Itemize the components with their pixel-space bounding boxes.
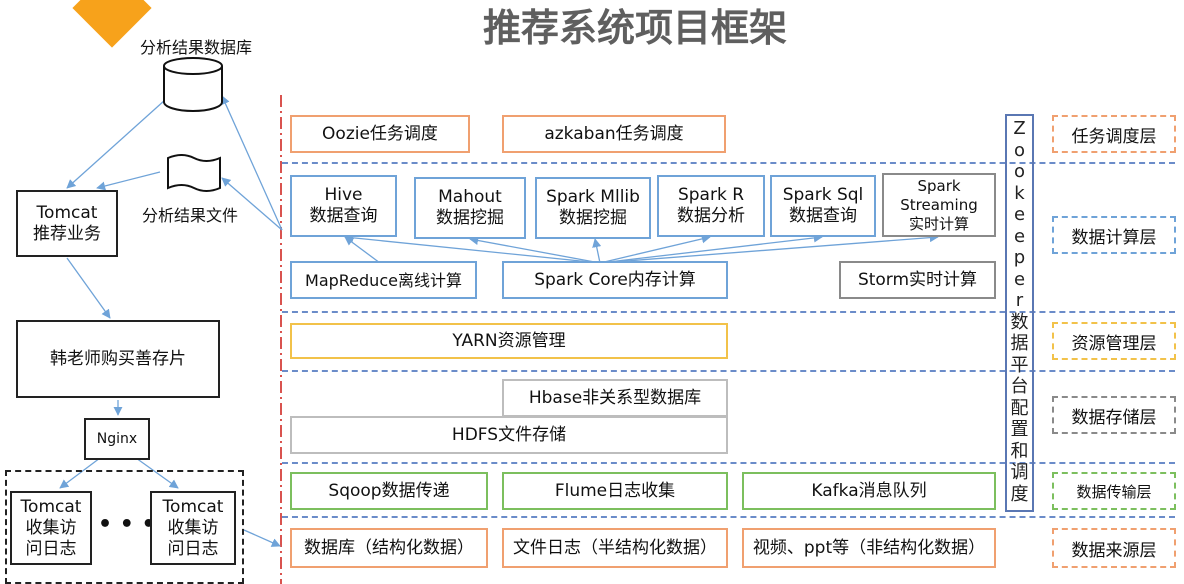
tomcat-log-1-line3: 问日志 xyxy=(25,538,77,559)
arrow-compute-to-file xyxy=(221,177,283,231)
arrow-sparkcore-to-sparkr xyxy=(599,234,711,264)
tomcat-recommend-line2: 推荐业务 xyxy=(33,223,101,244)
arrow-mapreduce-to-hive xyxy=(344,236,381,264)
database-source-box: 数据库（结构化数据） xyxy=(290,528,488,568)
sparksql-line2: 数据查询 xyxy=(788,206,857,226)
arrow-tomcat-to-shop xyxy=(66,257,111,319)
ellipsis-dots: • • • xyxy=(98,512,156,537)
sparksql-line1: Spark Sql xyxy=(782,185,864,205)
db-label: 分析结果数据库 xyxy=(140,38,253,57)
zookeeper-char: o xyxy=(1013,139,1025,161)
arrow-sparkcore-to-hive xyxy=(344,233,601,264)
zookeeper-char: 台 xyxy=(1010,376,1029,397)
layer-resource: 资源管理层 xyxy=(1052,322,1176,360)
tomcat-log-box-2: Tomcat 收集访 问日志 xyxy=(150,491,236,565)
arrow-compute-to-db xyxy=(221,95,283,231)
zookeeper-char: 数 xyxy=(1010,311,1029,333)
layer-source: 数据来源层 xyxy=(1052,528,1176,568)
zookeeper-char: 和 xyxy=(1010,440,1029,462)
arrow-sparkcore-to-streaming xyxy=(599,233,939,264)
sparkr-line2: 数据分析 xyxy=(677,206,745,226)
zookeeper-char: e xyxy=(1013,204,1026,225)
layer-transfer: 数据传输层 xyxy=(1052,472,1176,510)
tomcat-log-2-line1: Tomcat xyxy=(162,496,224,517)
tomcat-log-2-line3: 问日志 xyxy=(167,538,219,559)
sparkr-line1: Spark R xyxy=(677,185,745,205)
layer-task: 任务调度层 xyxy=(1052,115,1176,153)
separator-task-compute xyxy=(282,162,1175,164)
hive-line1: Hive xyxy=(324,185,363,205)
tomcat-log-2-line2: 收集访 xyxy=(167,517,219,538)
zookeeper-char: e xyxy=(1013,225,1026,247)
arrow-sparkcore-to-mahout xyxy=(469,236,601,264)
zookeeper-char: p xyxy=(1013,247,1026,268)
arrow-nginx-to-tomcat1 xyxy=(59,457,101,489)
tomcat-log-box-1: Tomcat 收集访 问日志 xyxy=(10,491,92,565)
zookeeper-char: 据 xyxy=(1010,333,1029,354)
tomcat-recommend-box: Tomcat 推荐业务 xyxy=(16,190,118,257)
mllib-line2: 数据挖掘 xyxy=(559,208,627,228)
zookeeper-char: o xyxy=(1013,161,1025,182)
arrow-db-to-tomcat xyxy=(66,99,166,189)
arrow-file-to-tomcat xyxy=(96,171,161,191)
nginx-box: Nginx xyxy=(84,418,150,460)
sparkcore-box: Spark Core内存计算 xyxy=(502,261,728,299)
arrow-sparkcore-to-mllib xyxy=(592,238,602,264)
zookeeper-char: 平 xyxy=(1010,354,1029,376)
filelog-source-box: 文件日志（半结构化数据） xyxy=(502,528,728,568)
mllib-line1: Spark Mllib xyxy=(546,187,640,207)
hdfs-box: HDFS文件存储 xyxy=(290,416,728,454)
tomcat-log-group xyxy=(5,470,244,584)
tomcat-recommend-line1: Tomcat xyxy=(36,202,98,223)
layer-compute: 数据计算层 xyxy=(1052,216,1176,254)
file-label: 分析结果文件 xyxy=(142,206,239,225)
streaming-line3: 实时计算 xyxy=(908,214,969,233)
zookeeper-char: 调 xyxy=(1010,462,1029,483)
sqoop-box: Sqoop数据传递 xyxy=(290,472,488,510)
zookeeper-char: e xyxy=(1013,268,1026,290)
separator-compute-resource xyxy=(282,311,1175,313)
azkaban-box: azkaban任务调度 xyxy=(502,115,726,153)
oozie-box: Oozie任务调度 xyxy=(290,115,470,153)
separator-resource-storage xyxy=(282,370,1175,372)
layer-storage: 数据存储层 xyxy=(1052,396,1176,434)
yarn-box: YARN资源管理 xyxy=(290,323,728,359)
zookeeper-char: k xyxy=(1014,182,1025,204)
tomcat-log-1-line1: Tomcat xyxy=(20,496,82,517)
hive-line2: 数据查询 xyxy=(309,206,378,226)
arrow-logs-to-source xyxy=(243,529,281,547)
separator-transfer-source xyxy=(282,516,1175,518)
streaming-line2: Streaming xyxy=(900,195,978,214)
streaming-line1: Spark xyxy=(917,176,961,195)
mahout-line1: Mahout xyxy=(438,187,502,207)
kafka-box: Kafka消息队列 xyxy=(742,472,996,510)
flume-box: Flume日志收集 xyxy=(502,472,728,510)
separator-storage-transfer xyxy=(282,462,1175,464)
page-title: 推荐系统项目框架 xyxy=(482,6,787,50)
file-icon xyxy=(167,154,221,192)
zookeeper-char: 配 xyxy=(1010,397,1029,419)
mapreduce-box: MapReduce离线计算 xyxy=(290,261,477,299)
arrow-nginx-to-tomcat2 xyxy=(135,457,179,489)
hbase-box: Hbase非关系型数据库 xyxy=(502,379,728,417)
zookeeper-char: r xyxy=(1015,290,1024,311)
video-source-box: 视频、ppt等（非结构化数据） xyxy=(742,528,996,568)
mahout-line2: 数据挖掘 xyxy=(436,208,504,228)
arrow-sparkcore-to-sparksql xyxy=(599,233,823,264)
shop-box: 韩老师购买善存片 xyxy=(16,320,220,398)
zookeeper-char: 置 xyxy=(1010,419,1029,440)
tomcat-log-1-line2: 收集访 xyxy=(25,517,77,538)
database-icon xyxy=(163,57,223,112)
storm-box: Storm实时计算 xyxy=(839,261,996,299)
zookeeper-char: 度 xyxy=(1010,483,1029,505)
zookeeper-char: Z xyxy=(1013,118,1026,139)
